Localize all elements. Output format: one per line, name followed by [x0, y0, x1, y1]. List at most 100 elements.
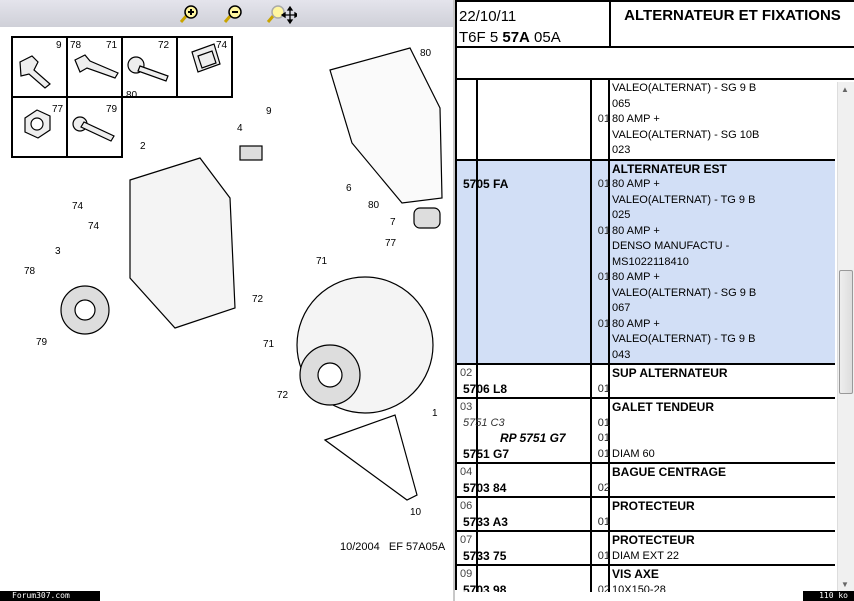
row-line: PROTECTEUR: [612, 533, 835, 549]
quantity: 01: [597, 271, 610, 283]
callout-label: 71: [263, 339, 275, 350]
ref-number: 04: [457, 464, 478, 496]
part-detail: VALEO(ALTERNAT) - SG 9 B: [612, 286, 757, 299]
part-number[interactable]: 5703 84: [463, 480, 507, 495]
part-number[interactable]: 5706 L8: [463, 381, 508, 396]
inset-label: 9: [56, 40, 62, 51]
quantity: 01: [597, 382, 610, 395]
scroll-up-icon[interactable]: ▲: [841, 85, 849, 94]
part-name: PROTECTEUR: [612, 533, 695, 547]
part-number[interactable]: 5751 G7: [463, 446, 510, 461]
part-detail: 025: [612, 209, 631, 221]
zoom-pan-icon[interactable]: [264, 4, 298, 24]
callout-label: 3: [55, 246, 61, 257]
date: 22/10/11: [459, 8, 517, 25]
part-detail: 80 AMP +: [612, 317, 660, 330]
part-name: ALTERNATEUR EST: [612, 161, 727, 176]
description: SUP ALTERNATEUR 5706 L8 01: [463, 365, 835, 397]
callout-label: 80: [368, 200, 380, 211]
callout-label: 72: [277, 390, 289, 401]
inset-label: 72: [158, 40, 170, 51]
parts-inset: [11, 36, 233, 158]
row-line: DENSO MANUFACTU -: [612, 239, 835, 255]
part-column: [478, 532, 592, 564]
scroll-down-icon[interactable]: ▼: [841, 580, 849, 589]
alternator: [60, 47, 443, 501]
zoom-in-icon[interactable]: [176, 4, 202, 24]
code-prefix: T6F 5: [459, 29, 503, 46]
table-row[interactable]: 04 BAGUE CENTRAGE 5703 84 02: [457, 464, 835, 498]
ref-number: [457, 160, 478, 363]
part-column: [478, 399, 592, 462]
callout-label: 4: [237, 123, 243, 134]
watermark: Forum307.com: [0, 591, 100, 601]
qty-column: [592, 365, 610, 397]
zoom-toolbar: [0, 0, 453, 27]
zoom-out-icon[interactable]: [220, 4, 246, 24]
part-column: [478, 498, 592, 530]
callout-label: 72: [252, 294, 264, 305]
code-suffix: 05A: [529, 29, 561, 46]
row-line: 043: [612, 348, 835, 364]
row-line: VALEO(ALTERNAT) - SG 10B: [612, 128, 835, 144]
scrollbar[interactable]: ▲ ▼: [837, 82, 854, 592]
part-number[interactable]: 5705 FA: [463, 177, 509, 191]
qty-column: [592, 566, 610, 592]
inset-label: 77: [52, 104, 64, 115]
row-line: ALTERNATEUR EST: [612, 162, 835, 178]
callout-label: 74: [88, 221, 100, 232]
row-line: 065: [612, 97, 835, 113]
part-column: [478, 80, 592, 159]
scroll-thumb[interactable]: [839, 270, 853, 394]
part-name: SUP ALTERNATEUR: [612, 366, 728, 380]
part-detail: 80 AMP +: [612, 178, 660, 190]
inset-label: 78: [70, 40, 82, 51]
part-number[interactable]: 5733 75: [463, 548, 507, 563]
part-detail: VALEO(ALTERNAT) - TG 9 B: [612, 193, 756, 206]
callout-label: 10: [410, 507, 422, 518]
part-number[interactable]: 5733 A3: [463, 514, 508, 529]
callout-label: 9: [266, 106, 272, 117]
part-name: BAGUE CENTRAGE: [612, 465, 727, 479]
row-line: VALEO(ALTERNAT) - SG 9 B: [612, 286, 835, 302]
inset-label: 71: [106, 40, 118, 51]
row-line: VALEO(ALTERNAT) - TG 9 B: [612, 193, 835, 209]
row-line: MS1022118410: [612, 255, 835, 271]
ref-number: 09: [457, 566, 478, 592]
qty-column: [592, 80, 610, 159]
part-detail: DENSO MANUFACTU -: [612, 240, 730, 252]
part-detail: VALEO(ALTERNAT) - SG 9 B: [612, 82, 757, 94]
quantity: 02: [597, 481, 610, 494]
quantity: 01: [597, 178, 610, 190]
quantity: 01: [597, 224, 610, 237]
row-line: 025: [612, 208, 835, 224]
qty-column: [592, 399, 610, 462]
part-detail: MS1022118410: [612, 255, 689, 268]
quantity: 01: [597, 113, 610, 125]
description: BAGUE CENTRAGE 5703 84 02: [463, 464, 835, 497]
part-column: [478, 464, 592, 496]
quantity: 01: [597, 549, 610, 562]
part-number[interactable]: 5703 98: [463, 582, 507, 593]
ref-number: 07: [457, 532, 478, 564]
callout-label: 77: [385, 238, 397, 249]
part-number[interactable]: 5751 C3: [463, 416, 505, 429]
quantity: 02: [597, 583, 610, 593]
row-line: 5703 84 02: [463, 481, 835, 497]
part-detail: 80 AMP +: [612, 224, 660, 237]
part-number[interactable]: RP 5751 G7: [500, 431, 566, 445]
